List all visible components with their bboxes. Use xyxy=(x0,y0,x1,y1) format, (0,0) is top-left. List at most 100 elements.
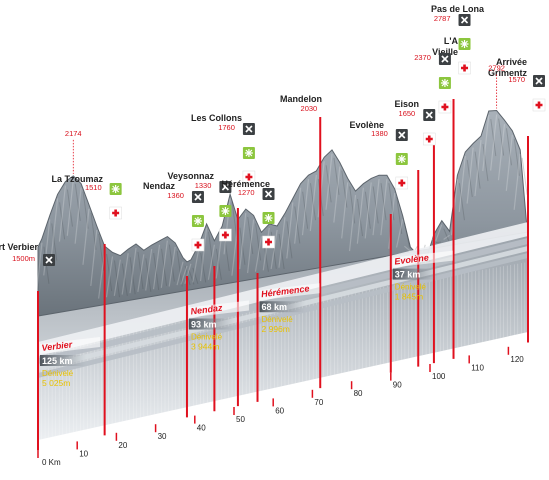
drink-icon-star xyxy=(264,214,273,222)
x-axis-tick-label: 110 xyxy=(471,363,484,372)
rock-texture-streak xyxy=(121,253,129,295)
food-icon-knife xyxy=(425,111,433,119)
x-axis-tick-label: 50 xyxy=(236,415,245,424)
x-axis-tick-label: 30 xyxy=(158,432,167,441)
rock-texture-streak xyxy=(513,153,521,210)
rock-shadow-streak xyxy=(404,223,411,248)
rock-texture-streak xyxy=(43,219,51,276)
waypoint-name: Eison xyxy=(394,99,419,109)
summit-altitude: 2174 xyxy=(65,129,82,138)
food-icon-knife xyxy=(441,55,449,63)
rock-shadow-streak xyxy=(325,165,332,203)
rock-texture-streak xyxy=(372,179,380,236)
rock-texture-streak xyxy=(254,236,263,272)
rock-texture-streak xyxy=(458,155,466,213)
start-climb: 5 025m xyxy=(42,378,70,388)
rock-shadow-streak xyxy=(474,151,481,189)
rock-shadow-streak xyxy=(231,202,238,240)
drink-icon-star xyxy=(221,207,230,215)
waypoint-name: Pas de Lona xyxy=(431,4,485,14)
start-distance: 93 km xyxy=(191,320,217,330)
rock-texture-streak xyxy=(239,213,247,270)
food-icon-knife xyxy=(245,125,253,133)
rock-shadow-streak xyxy=(106,254,113,292)
rock-texture-streak xyxy=(435,224,443,241)
waypoint-altitude: 1650 xyxy=(399,109,416,118)
first-aid-cross xyxy=(265,238,273,246)
rock-shadow-streak xyxy=(200,252,207,283)
first-aid-cross xyxy=(398,179,406,187)
rock-texture-streak xyxy=(356,187,364,244)
rock-shadow-streak xyxy=(74,183,81,221)
waypoint-name: Evolène xyxy=(349,120,384,130)
rock-texture-streak xyxy=(270,229,278,270)
rock-texture-streak xyxy=(66,179,74,236)
rock-texture-streak xyxy=(137,254,145,292)
start-distance: 37 km xyxy=(395,270,421,280)
rock-shadow-streak xyxy=(482,144,489,182)
rock-texture-streak xyxy=(474,140,482,197)
start-name: Nendaz xyxy=(190,303,223,317)
start-climb: 1 845m xyxy=(395,292,423,302)
rock-texture-streak xyxy=(278,217,286,268)
rock-shadow-streak xyxy=(192,267,199,284)
start-ribbon xyxy=(188,300,249,318)
rock-texture-streak xyxy=(180,265,188,285)
rock-texture-streak xyxy=(395,219,404,248)
rock-shadow-streak xyxy=(466,159,473,198)
rock-texture-streak xyxy=(333,166,341,223)
rock-shadow-streak xyxy=(357,199,364,237)
waypoint-altitude: 1760 xyxy=(218,123,235,132)
drink-icon-star xyxy=(440,79,449,87)
rock-shadow-streak xyxy=(505,128,512,166)
rock-shadow-streak xyxy=(113,260,120,298)
rock-texture-streak xyxy=(348,195,357,252)
rock-shadow-streak xyxy=(294,206,301,244)
rock-texture-streak xyxy=(404,245,411,252)
mountain-profile xyxy=(37,109,529,317)
x-axis-tick-label: 10 xyxy=(79,449,88,458)
rock-texture-streak xyxy=(294,187,302,244)
first-aid-cross xyxy=(441,103,449,111)
waypoint-altitude: 1510 xyxy=(85,183,102,192)
drink-icon-star xyxy=(244,149,253,157)
start-ribbon xyxy=(40,337,100,354)
rock-texture-streak xyxy=(74,187,82,244)
rock-shadow-streak xyxy=(388,183,395,221)
rock-shadow-streak xyxy=(341,170,348,208)
food-icon-knife xyxy=(398,131,406,139)
x-axis-tick-label: 60 xyxy=(275,406,284,415)
first-aid-cross xyxy=(425,135,433,143)
rock-shadow-streak xyxy=(51,223,58,261)
rock-shadow-streak xyxy=(309,183,316,221)
rock-shadow-streak xyxy=(458,183,465,221)
rock-texture-streak xyxy=(90,229,98,287)
first-aid-cross xyxy=(112,209,120,217)
first-aid-cross xyxy=(535,101,543,109)
start-climb-label: Dénivelé xyxy=(191,333,223,342)
first-aid-cross xyxy=(461,64,469,72)
waypoint-name: Veysonnaz xyxy=(167,171,214,181)
track-band-mid-2 xyxy=(38,253,528,378)
rock-texture-streak xyxy=(199,227,208,282)
summit-altitude: 2792 xyxy=(488,64,505,73)
x-axis-tick-label: 0 Km xyxy=(42,458,61,467)
first-aid-cross xyxy=(194,241,202,249)
start-distance-box xyxy=(392,268,439,280)
food-icon-knife xyxy=(45,256,53,264)
start-climb: 3 944m xyxy=(191,342,219,352)
rock-shadow-streak xyxy=(239,227,246,265)
waypoint-altitude: 2030 xyxy=(301,104,318,113)
rock-shadow-streak xyxy=(380,183,387,221)
rock-shadow-streak xyxy=(208,231,215,269)
rock-shadow-streak xyxy=(215,248,222,280)
start-climb-label: Dénivelé xyxy=(395,283,427,292)
rock-texture-streak xyxy=(286,202,294,259)
start-distance-box xyxy=(188,318,235,330)
rock-texture-streak xyxy=(497,124,506,181)
rock-texture-streak xyxy=(58,185,67,242)
rock-shadow-streak xyxy=(176,250,183,287)
x-axis-tick-label: 90 xyxy=(393,381,402,390)
x-axis-tick-label: 100 xyxy=(432,372,446,381)
